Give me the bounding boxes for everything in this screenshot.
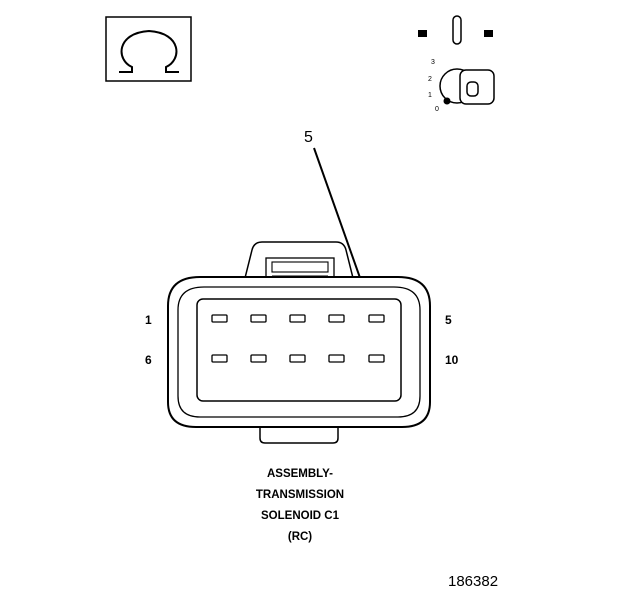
pin-1 [211, 314, 228, 323]
pin-4 [328, 314, 345, 323]
ignition-off-key-icon [439, 68, 495, 105]
pin-7 [250, 354, 267, 363]
pin-label-1: 1 [145, 313, 152, 327]
key-position-0: 0 [435, 106, 439, 113]
pin-label-5: 5 [445, 313, 452, 327]
connector-face [167, 241, 431, 444]
pin-8 [289, 354, 306, 363]
pin-6 [211, 354, 228, 363]
key-position-3: 3 [431, 59, 435, 66]
connector-caption: ASSEMBLY- TRANSMISSION SOLENOID C1 (RC) [200, 464, 400, 548]
caption-line-2: TRANSMISSION [255, 489, 345, 501]
key-position-2: 2 [428, 76, 432, 83]
key-position-1: 1 [428, 92, 432, 99]
ohm-symbol-icon [105, 16, 192, 82]
pin-9 [328, 354, 345, 363]
disconnected-connector-icon [418, 15, 493, 45]
callout-label: 5 [304, 129, 313, 146]
pin-cavities [211, 314, 385, 363]
caption-line-4: (RC) [287, 531, 313, 543]
pin-3 [289, 314, 306, 323]
pin-10 [368, 354, 385, 363]
caption-line-1: ASSEMBLY- [266, 468, 334, 480]
pin-2 [250, 314, 267, 323]
pin-5 [368, 314, 385, 323]
pin-label-6: 6 [145, 353, 152, 367]
pin-label-10: 10 [445, 353, 459, 367]
figure-number: 186382 [448, 573, 499, 590]
caption-line-3: SOLENOID C1 [261, 510, 339, 522]
